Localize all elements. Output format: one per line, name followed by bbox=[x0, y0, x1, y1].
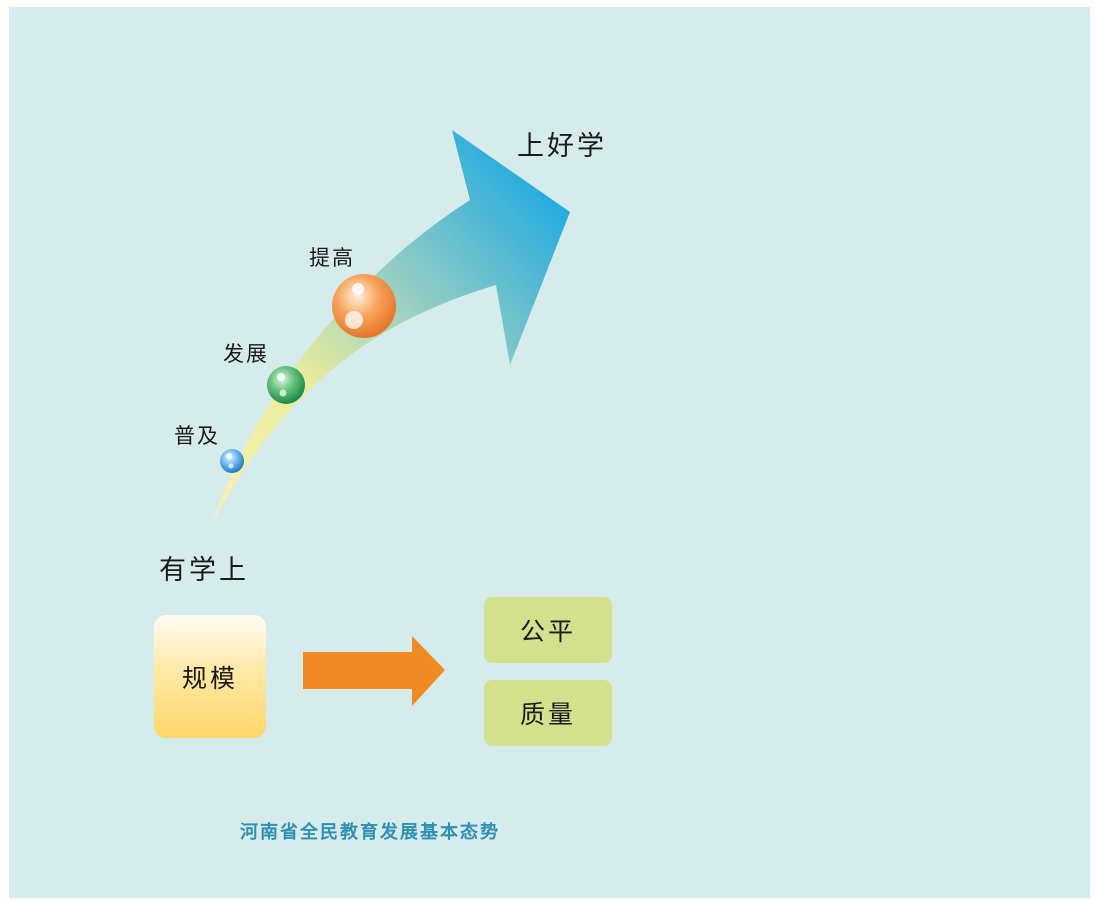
right-arrow bbox=[303, 636, 445, 706]
stage-ball-puji bbox=[220, 449, 244, 473]
stage-label-puji: 普及 bbox=[174, 424, 220, 448]
scale-box-label: 规模 bbox=[181, 663, 238, 693]
goal-label-top: 上好学 bbox=[517, 131, 607, 162]
stage-label-tigao: 提高 bbox=[309, 246, 355, 270]
scale-box: 规模 bbox=[154, 615, 266, 738]
fairness-box-label: 公平 bbox=[519, 617, 576, 646]
start-label-bottom: 有学上 bbox=[159, 555, 249, 586]
stage-ball-fazhan bbox=[267, 366, 305, 404]
fairness-box: 公平 bbox=[484, 597, 612, 663]
diagram-panel bbox=[9, 7, 1090, 898]
curved-growth-arrow bbox=[210, 130, 570, 532]
stage-ball-tigao bbox=[332, 274, 396, 338]
caption: 河南省全民教育发展基本态势 bbox=[240, 822, 500, 843]
quality-box: 质量 bbox=[484, 680, 612, 746]
stage-label-fazhan: 发展 bbox=[223, 342, 269, 366]
quality-box-label: 质量 bbox=[519, 700, 576, 729]
